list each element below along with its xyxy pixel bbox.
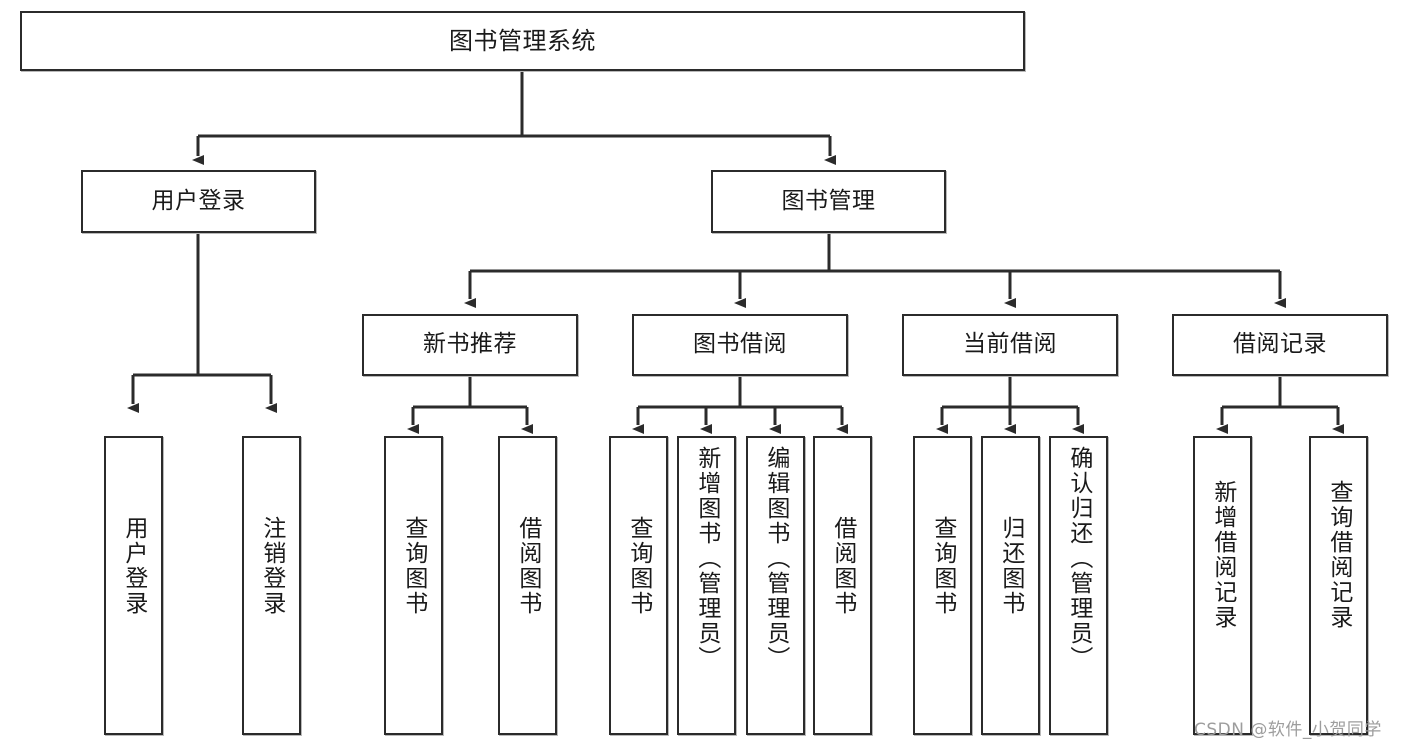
node-current-borrow[interactable]: 当前借阅 — [902, 314, 1118, 376]
leaf-recommend-borrow-book[interactable]: 借阅图书 — [498, 436, 557, 735]
leaf-borrow-borrow-book[interactable]: 借阅图书 — [813, 436, 872, 735]
leaf-recommend-query-book[interactable]: 查询图书 — [384, 436, 443, 735]
leaf-record-add-borrow-record[interactable]: 新增借阅记录 — [1193, 436, 1252, 735]
leaf-borrow-query-book[interactable]: 查询图书 — [609, 436, 668, 735]
node-book-management[interactable]: 图书管理 — [711, 170, 946, 233]
node-label: 查询图书 — [625, 516, 652, 616]
node-new-book-recommend[interactable]: 新书推荐 — [362, 314, 578, 376]
node-label: 确认归还（管理员） — [1065, 446, 1092, 671]
node-label: 当前借阅 — [963, 331, 1057, 358]
node-label: 查询借阅记录 — [1325, 480, 1352, 630]
node-label: 图书借阅 — [693, 331, 787, 358]
node-label: 图书管理 — [781, 187, 876, 214]
node-book-borrow[interactable]: 图书借阅 — [632, 314, 848, 376]
csdn-watermark: CSDN @软件_小贺同学 — [1194, 720, 1382, 740]
leaf-current-query-book[interactable]: 查询图书 — [913, 436, 972, 735]
leaf-borrow-edit-book-admin[interactable]: 编辑图书（管理员） — [746, 436, 805, 735]
node-root-system[interactable]: 图书管理系统 — [20, 11, 1025, 71]
node-label: 借阅记录 — [1233, 331, 1327, 358]
leaf-current-confirm-return-admin[interactable]: 确认归还（管理员） — [1049, 436, 1108, 735]
node-label: 编辑图书（管理员） — [762, 446, 789, 671]
node-label: 用户登录 — [120, 516, 147, 616]
node-label: 归还图书 — [997, 516, 1024, 616]
leaf-record-query-borrow-record[interactable]: 查询借阅记录 — [1309, 436, 1368, 735]
node-label: 查询图书 — [929, 516, 956, 616]
node-label: 借阅图书 — [514, 516, 541, 616]
node-label: 借阅图书 — [829, 516, 856, 616]
leaf-user-login-signout[interactable]: 注销登录 — [242, 436, 301, 735]
node-label: 新增借阅记录 — [1209, 480, 1236, 630]
node-label: 图书管理系统 — [449, 26, 596, 55]
node-label: 查询图书 — [400, 516, 427, 616]
node-borrow-record[interactable]: 借阅记录 — [1172, 314, 1388, 376]
leaf-borrow-add-book-admin[interactable]: 新增图书（管理员） — [677, 436, 736, 735]
node-label: 新增图书（管理员） — [693, 446, 720, 671]
node-label: 用户登录 — [151, 187, 246, 214]
node-label: 注销登录 — [258, 516, 285, 616]
node-label: 新书推荐 — [423, 331, 517, 358]
leaf-user-login-signin[interactable]: 用户登录 — [104, 436, 163, 735]
leaf-current-return-book[interactable]: 归还图书 — [981, 436, 1040, 735]
node-user-login[interactable]: 用户登录 — [81, 170, 316, 233]
